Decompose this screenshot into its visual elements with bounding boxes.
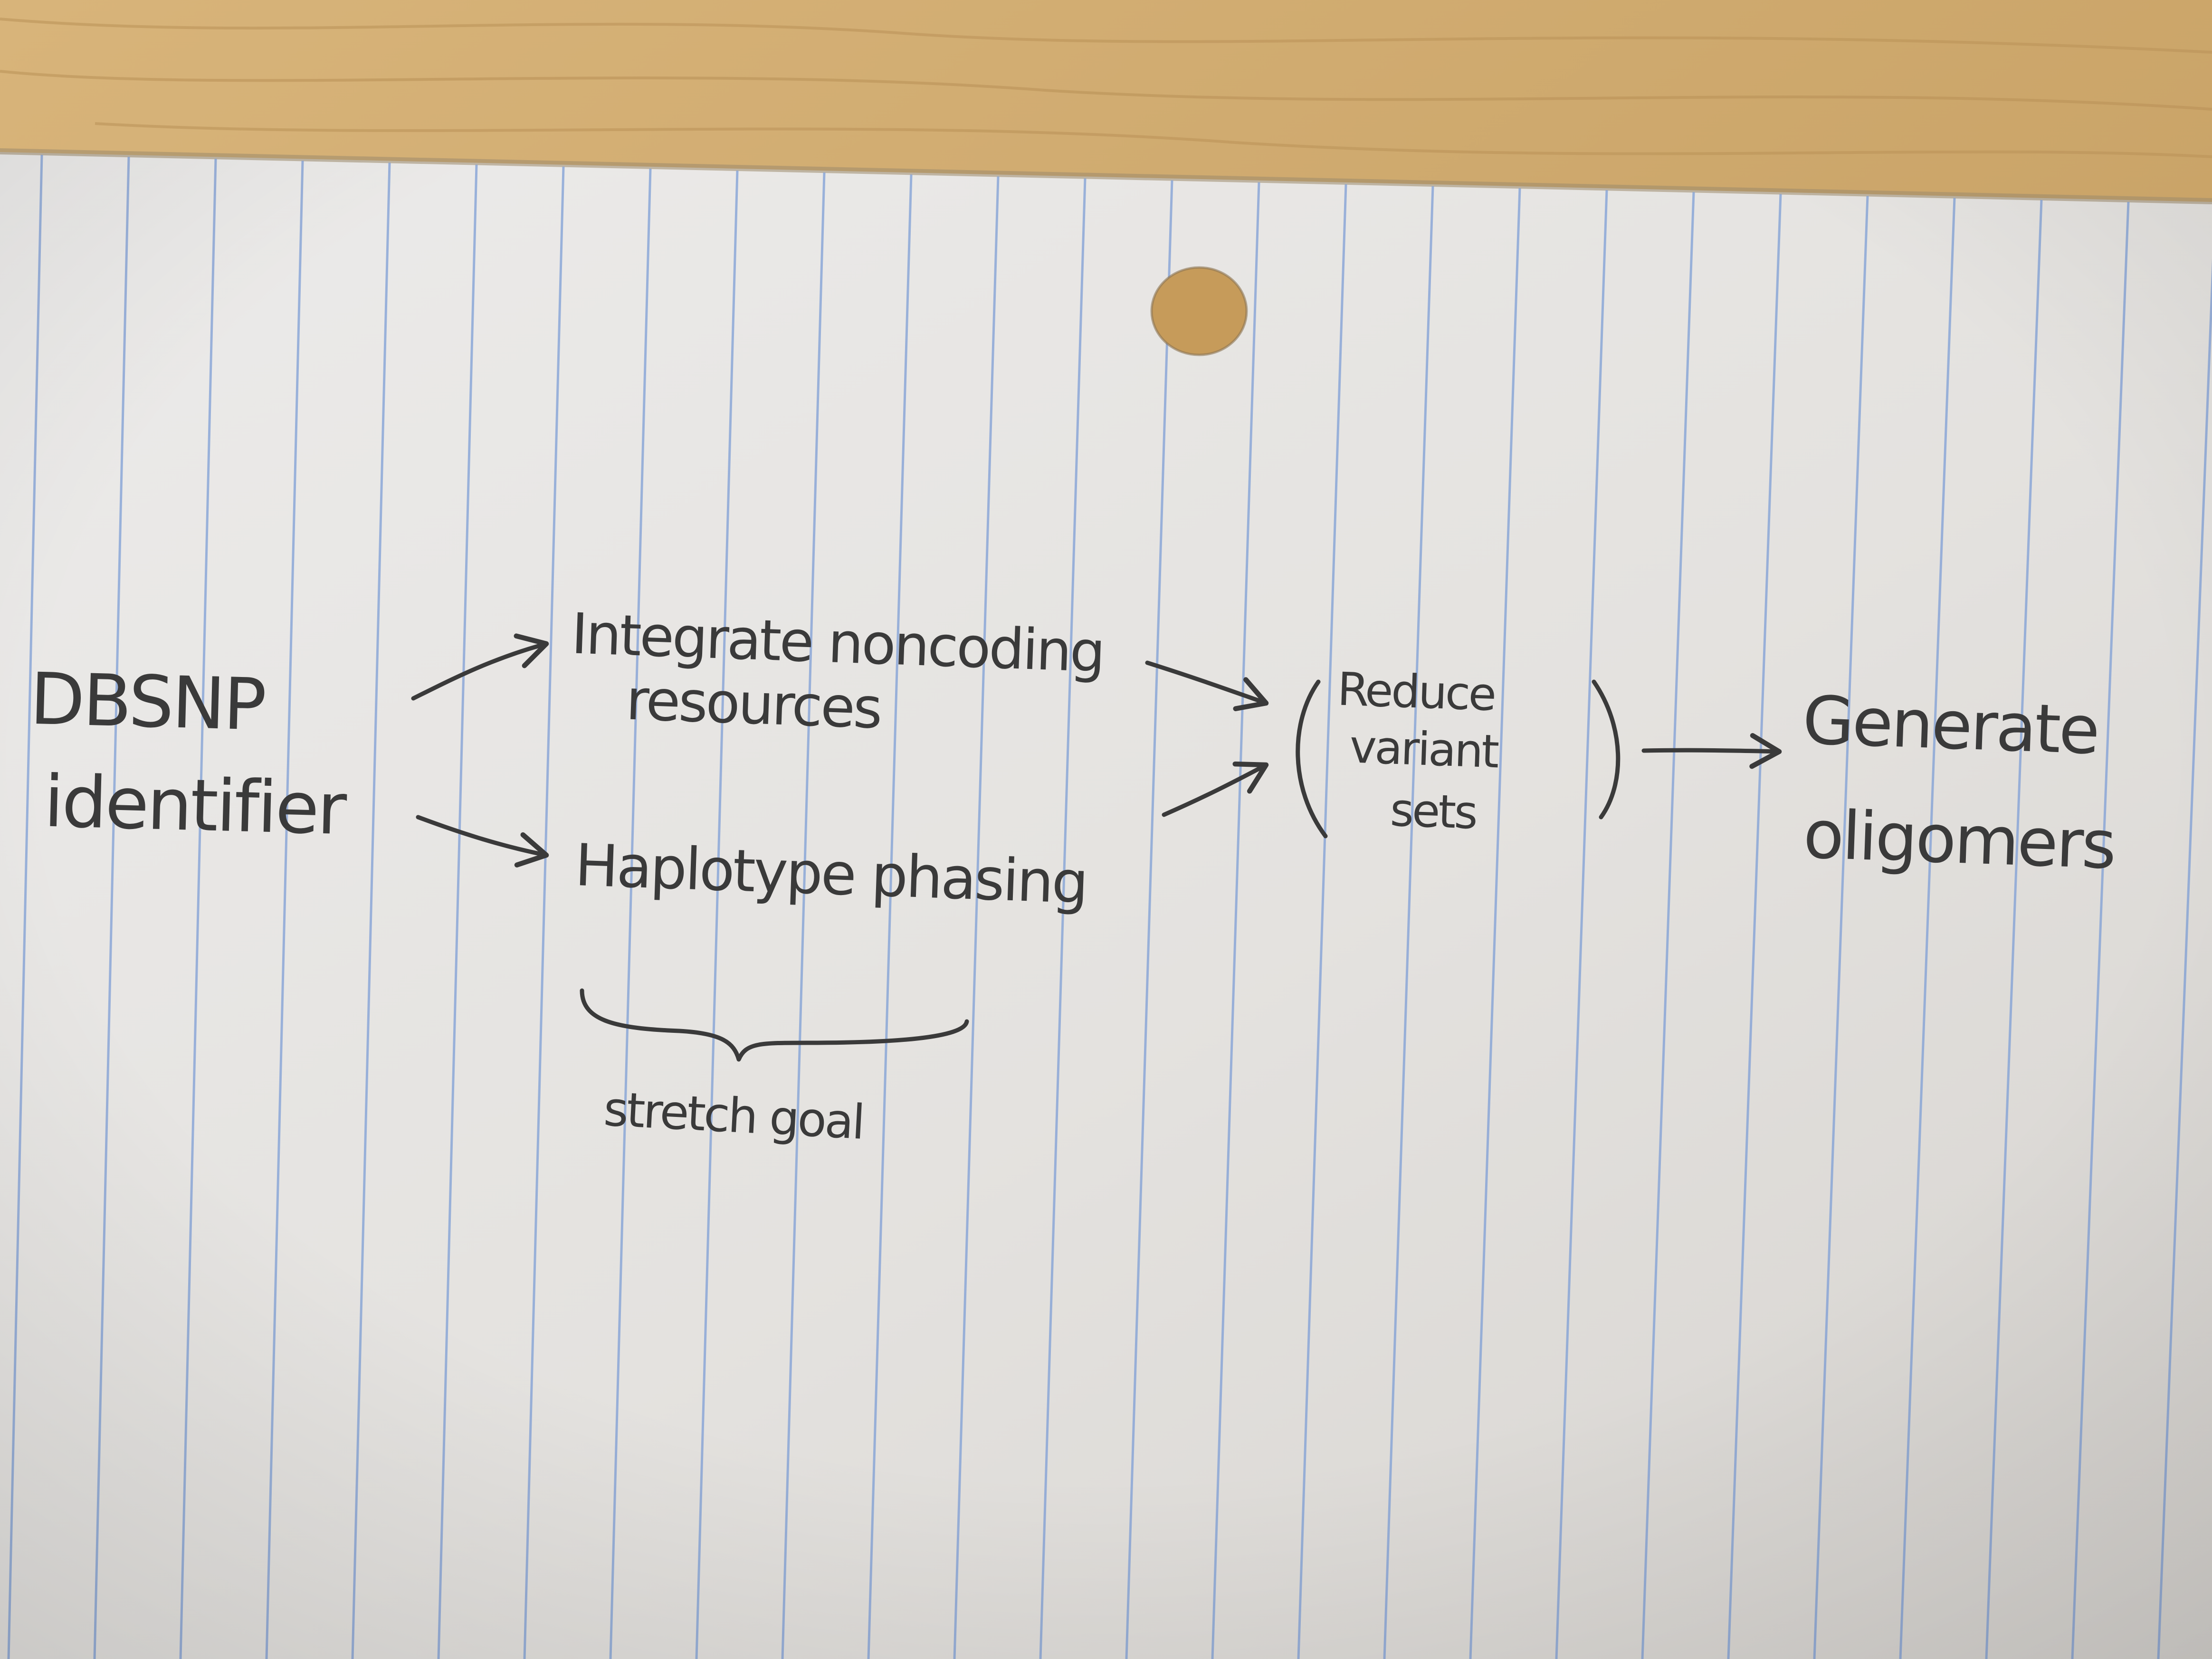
punched-hole	[1152, 267, 1247, 355]
edge-integrate-to-reduce	[1145, 660, 1269, 711]
node-reduce-line2: variant	[1349, 720, 1499, 778]
reduce-left-paren	[1296, 679, 1328, 839]
wood-grain	[0, 18, 2212, 158]
node-generate-line2: oligomers	[1802, 796, 2116, 885]
edge-reduce-to-generate	[1641, 733, 1782, 769]
stretch-goal-label: stretch goal	[602, 1081, 865, 1150]
node-generate-oligomers: Generate oligomers	[1802, 682, 2116, 885]
node-reduce-variant-sets: Reduce variant sets	[1336, 662, 1499, 839]
node-reduce-line3: sets	[1389, 783, 1477, 839]
node-integrate-line2: resources	[625, 667, 882, 741]
edge-phasing-to-reduce	[1162, 761, 1269, 817]
edge-source-to-phasing	[416, 815, 549, 868]
node-dbsnp-line2: identifier	[43, 761, 348, 851]
punched-hole-rim	[1150, 266, 1248, 356]
stretch-goal-brace	[580, 988, 969, 1062]
stretch-goal-annotation: stretch goal	[602, 1081, 865, 1150]
reduce-right-paren	[1592, 679, 1621, 820]
edge-source-to-integrate	[411, 633, 549, 701]
node-dbsnp-line1: DBSNP	[29, 658, 266, 747]
page-vignette	[0, 152, 2212, 1659]
node-generate-line1: Generate	[1802, 682, 2099, 770]
node-reduce-line1: Reduce	[1336, 662, 1496, 721]
node-dbsnp-identifier: DBSNP identifier	[29, 658, 348, 851]
